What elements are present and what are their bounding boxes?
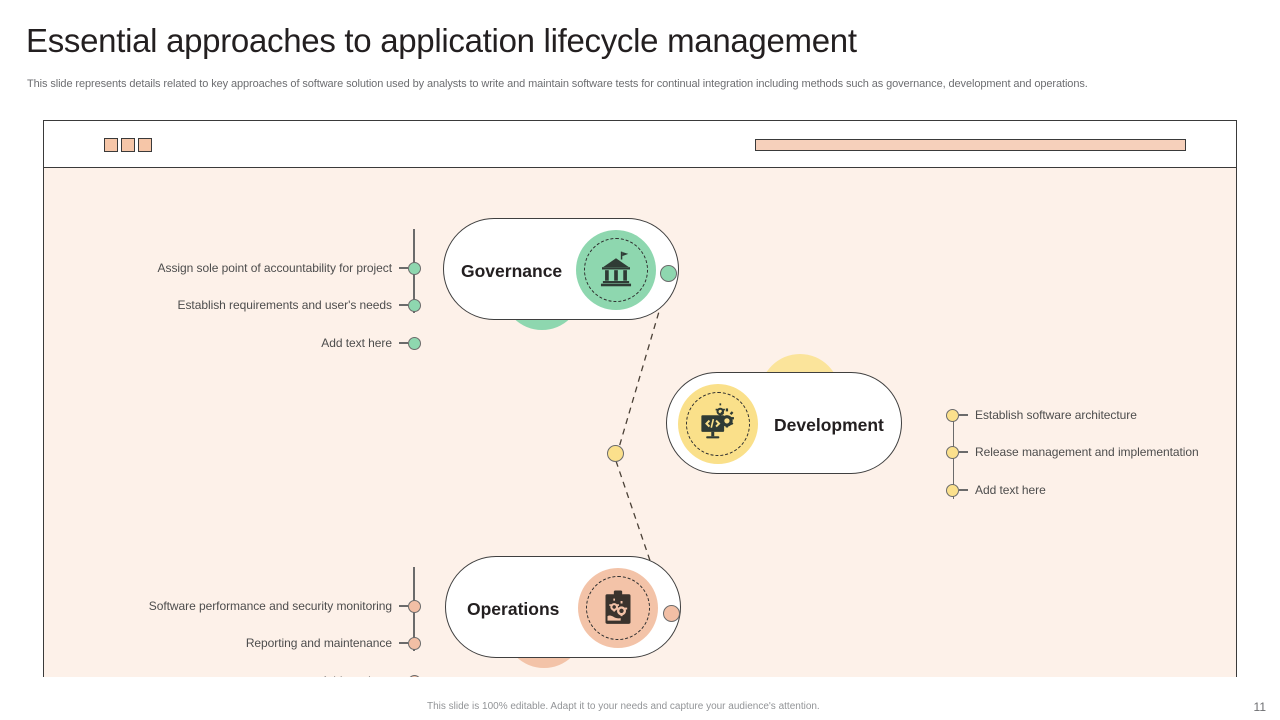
list-item[interactable]: Software performance and security monito… [149,597,421,615]
bullet-tick-icon [959,451,968,453]
list-item[interactable]: Add text here [321,672,421,677]
operations-pill[interactable]: Operations [445,556,681,658]
bullet-tick-icon [399,267,408,269]
bullet-dot-icon [946,408,959,422]
bullet-tick-icon [399,642,408,644]
route-dot-development [607,445,624,462]
bullet-dot-icon [408,261,421,275]
node-development: Development [652,354,902,479]
development-bullet-3-label: Add text here [975,483,1046,497]
node-operations: Operations [445,556,685,677]
bullet-dot-icon [408,298,421,312]
window-dot-2-icon[interactable] [121,138,135,152]
page-title: Essential approaches to application life… [26,22,857,59]
page-subtitle: This slide represents details related to… [27,78,1088,90]
browser-frame: Governance [43,120,1237,677]
window-controls [104,138,152,152]
list-item[interactable]: Add text here [321,334,421,352]
list-item[interactable]: Reporting and maintenance [246,634,421,652]
code-monitor-gears-icon [678,384,758,464]
list-item[interactable]: Release management and implementation [946,443,1199,461]
bullet-dot-icon [946,445,959,459]
node-governance: Governance [443,218,683,338]
governance-bullet-3-label: Add text here [321,336,392,350]
development-label: Development [774,415,884,435]
operations-bullet-1-label: Software performance and security monito… [148,599,392,613]
clipboard-gears-hand-icon [578,568,658,648]
operations-label: Operations [467,599,560,619]
window-dot-3-icon[interactable] [138,138,152,152]
bullet-dot-icon [408,336,421,350]
list-item[interactable]: Establish requirements and user's needs [178,296,421,314]
browser-topbar [44,121,1236,168]
bullet-tick-icon [399,342,408,344]
governance-bullet-1-label: Assign sole point of accountability for … [157,261,393,275]
governance-bullets: Assign sole point of accountability for … [64,220,421,350]
window-dot-1-icon[interactable] [104,138,118,152]
governance-label: Governance [461,261,563,281]
route-dot-governance [660,265,677,282]
bullet-tick-icon [959,489,968,491]
bullet-dot-icon [408,636,421,650]
page-number: 11 [1253,700,1266,714]
development-pill[interactable]: Development [666,372,902,474]
governance-bullet-2-label: Establish requirements and user's needs [177,298,393,312]
list-item[interactable]: Assign sole point of accountability for … [158,259,421,277]
development-bullet-2-label: Release management and implementation [975,445,1199,459]
governance-pill[interactable]: Governance [443,218,679,320]
operations-bullet-2-label: Reporting and maintenance [245,636,392,650]
diagram-canvas: Governance [44,168,1236,677]
bank-building-icon [576,230,656,310]
url-bar[interactable] [755,139,1186,151]
bullet-tick-icon [959,414,968,416]
bullet-tick-icon [399,304,408,306]
bullet-dot-icon [946,483,959,497]
development-bullet-1-label: Establish software architecture [975,408,1137,422]
footer-note: This slide is 100% editable. Adapt it to… [427,701,820,712]
operations-bullet-3-label: Add text here [321,674,392,677]
operations-bullets: Software performance and security monito… [64,558,421,677]
development-bullets: Establish software architecture Release … [946,406,1236,508]
bullet-tick-icon [399,605,408,607]
route-dot-operations [663,605,680,622]
bullet-dot-icon [408,674,421,677]
bullet-dot-icon [408,599,421,613]
list-item[interactable]: Establish software architecture [946,406,1137,424]
list-item[interactable]: Add text here [946,481,1046,499]
